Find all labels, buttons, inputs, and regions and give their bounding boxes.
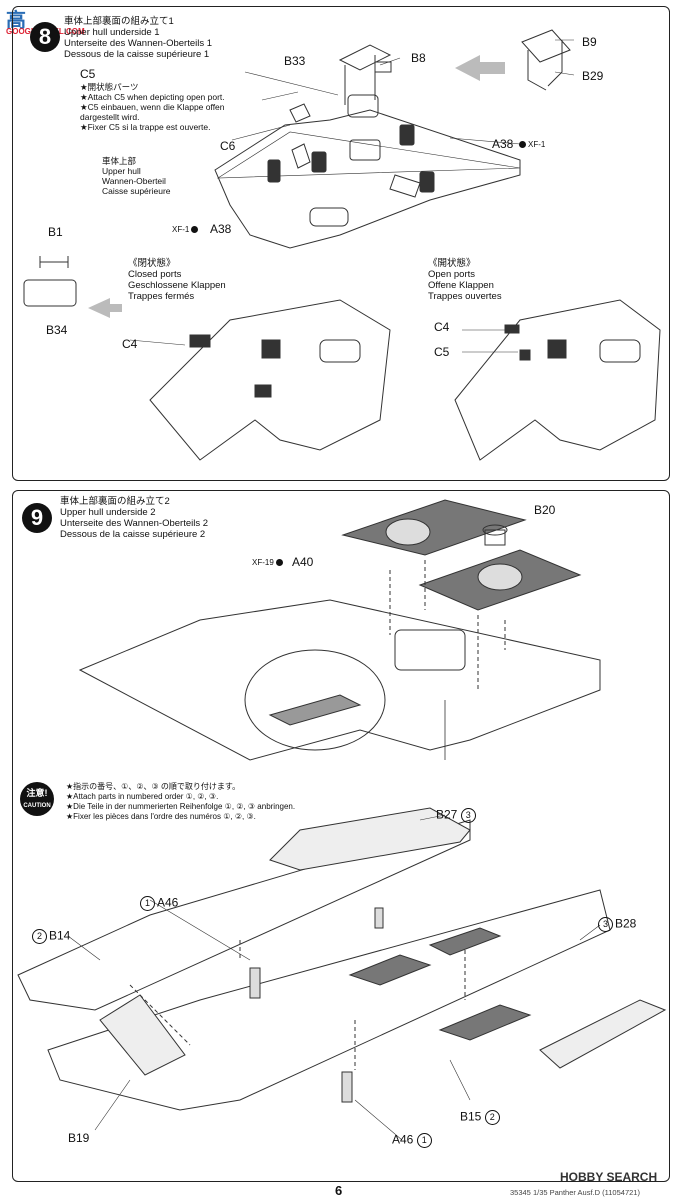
step8-number: 8 <box>30 22 60 52</box>
paint-dot-icon <box>275 559 283 567</box>
step9-title-jp: 車体上部裏面の組み立て2 <box>60 496 170 507</box>
label-b34: B34 <box>46 323 68 337</box>
step8-title-fr: Dessous de la caisse supérieure 1 <box>64 49 210 60</box>
label-a46-2: A46 1 <box>392 1133 434 1148</box>
paint-xf19: XF-19 <box>252 558 285 567</box>
label-a38-left: A38 <box>210 222 232 236</box>
label-c5: C5 <box>80 67 96 81</box>
label-b8: B8 <box>411 51 426 65</box>
order-note: ★指示の番号、①、②、③ の順で取り付けます。 ★Attach parts in… <box>66 782 296 821</box>
label-b33: B33 <box>284 54 306 68</box>
paint-dot-icon <box>191 226 199 234</box>
step9-title-de: Unterseite des Wannen-Oberteils 2 <box>60 518 209 529</box>
label-b1: B1 <box>48 225 63 239</box>
label-c4-open: C4 <box>434 320 450 334</box>
label-a40: A40 <box>292 555 314 569</box>
step8-title-de: Unterseite des Wannen-Oberteils 1 <box>64 38 213 49</box>
closed-ports-caption: 《閉状態》 Closed ports Geschlossene Klappen … <box>128 258 226 302</box>
label-b20: B20 <box>534 503 556 517</box>
label-c6: C6 <box>220 139 236 153</box>
open-ports-caption: 《開状態》 Open ports Offene Klappen Trappes … <box>428 258 502 302</box>
step9-number: 9 <box>22 503 52 533</box>
step9-panel <box>12 490 670 1182</box>
label-b9: B9 <box>582 35 597 49</box>
upper-hull-note: 車体上部 Upper hull Wannen-Oberteil Caisse s… <box>102 156 171 196</box>
page-number: 6 <box>335 1183 343 1198</box>
step8-title: 車体上部裏面の組み立て1 Upper hull underside 1 Unte… <box>64 16 212 60</box>
step8-title-jp: 車体上部裏面の組み立て1 <box>64 16 174 27</box>
caution-badge: 注意!CAUTION <box>20 782 54 816</box>
paint-xf1-left: XF-1 <box>172 225 200 234</box>
step9-title-fr: Dessous de la caisse supérieure 2 <box>60 529 206 540</box>
footer-code: 35345 1/35 Panther Ausf.D (11054721) <box>510 1188 640 1197</box>
label-a38-right: A38 <box>492 137 514 151</box>
footer-site: HOBBY SEARCH <box>560 1170 658 1184</box>
paint-dot-icon <box>519 141 526 149</box>
step8-title-en: Upper hull underside 1 <box>64 27 160 38</box>
label-b29: B29 <box>582 69 604 83</box>
step9-title-en: Upper hull underside 2 <box>60 507 156 518</box>
watermark-logo: 高 <box>6 10 26 32</box>
label-c4-closed: C4 <box>122 337 138 351</box>
label-b27: B27 3 <box>436 808 478 823</box>
paint-xf1-right: XF-1 <box>517 140 545 149</box>
label-b15: B15 2 <box>460 1110 502 1125</box>
c5-note: ★開状態パーツ ★Attach C5 when depicting open p… <box>80 82 225 132</box>
step9-title: 車体上部裏面の組み立て2 Upper hull underside 2 Unte… <box>60 496 208 540</box>
step8-panel <box>12 6 670 481</box>
label-c5-open: C5 <box>434 345 450 359</box>
label-b19: B19 <box>68 1131 90 1145</box>
